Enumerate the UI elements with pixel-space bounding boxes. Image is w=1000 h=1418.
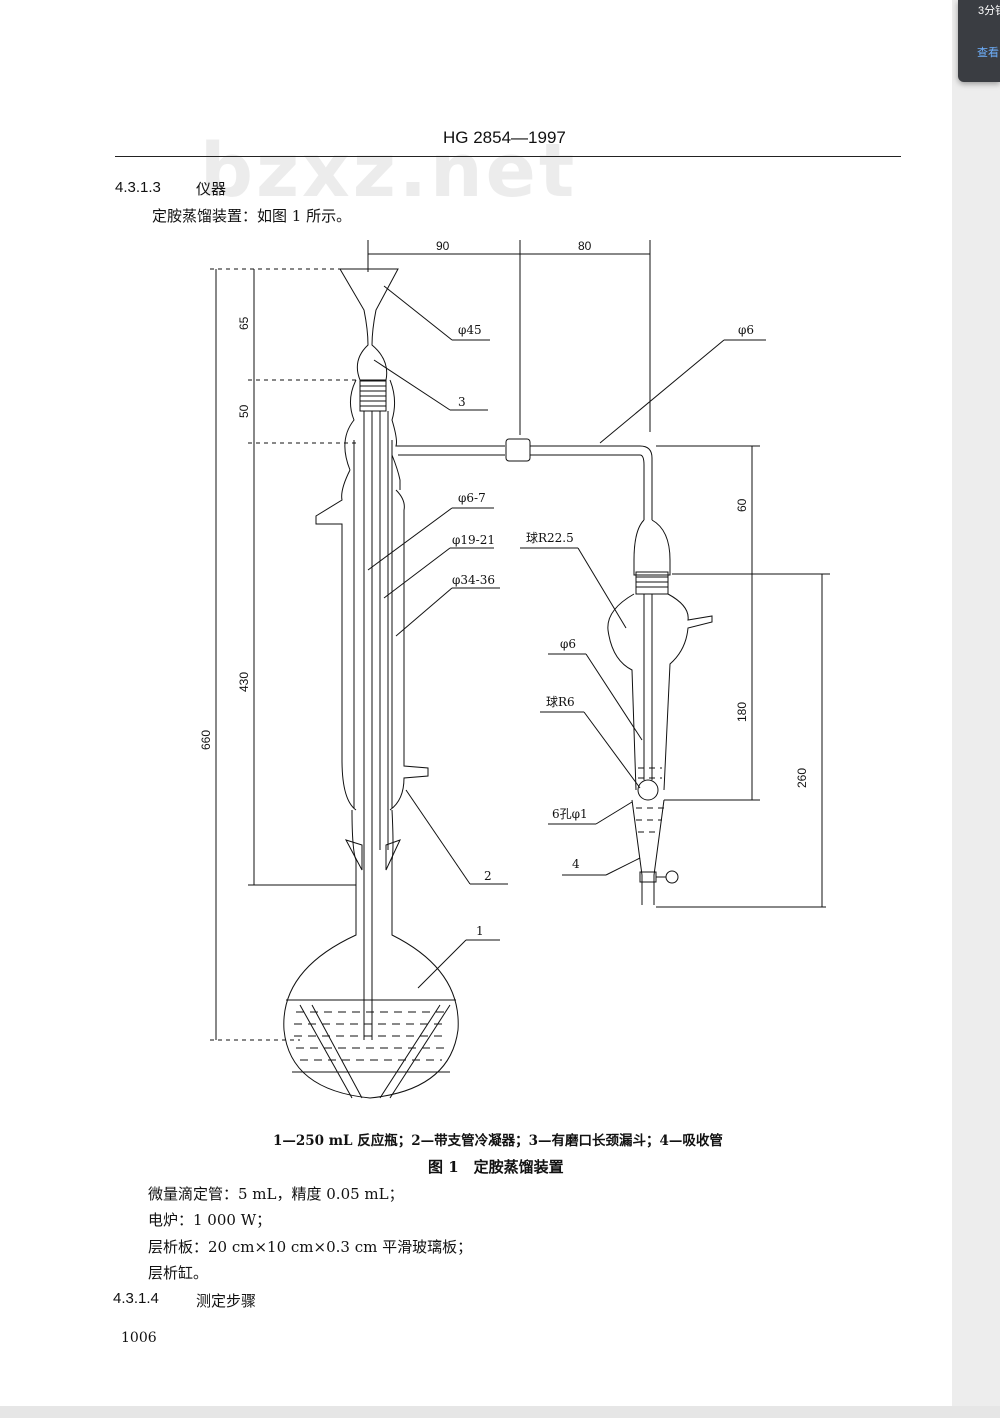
apparatus-intro-text: 定胺蒸馏装置：如图 1 所示。	[152, 207, 352, 225]
callout-phi6-mid: φ6	[560, 637, 576, 651]
callout-phi34-36: φ34-36	[452, 573, 495, 587]
dim-180: 180	[735, 702, 749, 722]
dim-60: 60	[735, 498, 749, 512]
dim-50: 50	[237, 404, 251, 418]
clause-4313-title: 仪器	[196, 180, 227, 198]
dim-90: 90	[436, 239, 450, 253]
page-number: 1006	[121, 1330, 157, 1346]
equipment-item: 电炉：1 000 W；	[148, 1211, 272, 1229]
document-page	[0, 0, 952, 1418]
figure-legend: 1—250 mL 反应瓶；2—带支管冷凝器；3—有磨口长颈漏斗；4—吸收管	[273, 1133, 723, 1149]
dim-430: 430	[237, 672, 251, 692]
watermark: bzxz.net	[200, 128, 578, 214]
viewer-bottom-band	[0, 1406, 1000, 1418]
equipment-item: 层析板：20 cm×10 cm×0.3 cm 平滑玻璃板；	[148, 1238, 473, 1256]
clause-4314-number: 4.3.1.4	[113, 1290, 159, 1307]
callout-part-4: 4	[572, 857, 580, 871]
dim-260: 260	[795, 768, 809, 788]
dim-80: 80	[578, 239, 592, 253]
popup-view-link[interactable]: 查看	[977, 47, 999, 59]
callout-phi6-top: φ6	[738, 323, 754, 337]
callout-part-1: 1	[476, 924, 484, 938]
callout-phi19-21: φ19-21	[452, 533, 495, 547]
callout-phi6-7: φ6-7	[458, 491, 486, 505]
clause-4313-number: 4.3.1.3	[115, 179, 161, 196]
callout-phi45: φ45	[458, 323, 482, 337]
callout-part-2: 2	[484, 869, 492, 883]
dim-65: 65	[237, 316, 251, 330]
equipment-item: 微量滴定管：5 mL，精度 0.05 mL；	[148, 1185, 404, 1203]
figure-title: 图 1 定胺蒸馏装置	[428, 1158, 564, 1176]
popup-time-text: 3分钟	[978, 5, 1000, 17]
distillation-apparatus-figure: 90 80 65 50 430 660 60 180 260 φ45 3 φ6 …	[199, 239, 830, 1099]
dim-660: 660	[199, 730, 213, 750]
callout-part-3: 3	[458, 395, 466, 409]
header-rule	[115, 156, 901, 157]
callout-ball-r6: 球R6	[546, 695, 575, 709]
viewer-side-strip	[952, 0, 1000, 1418]
viewer-popup[interactable]: 3分钟 查看	[958, 0, 1000, 82]
clause-4314-title: 测定步骤	[196, 1292, 257, 1310]
callout-ball-r22-5: 球R22.5	[526, 531, 574, 545]
callout-six-holes: 6孔φ1	[552, 807, 588, 821]
equipment-item: 层析缸。	[148, 1264, 209, 1282]
standard-header: HG 2854—1997	[443, 128, 566, 147]
